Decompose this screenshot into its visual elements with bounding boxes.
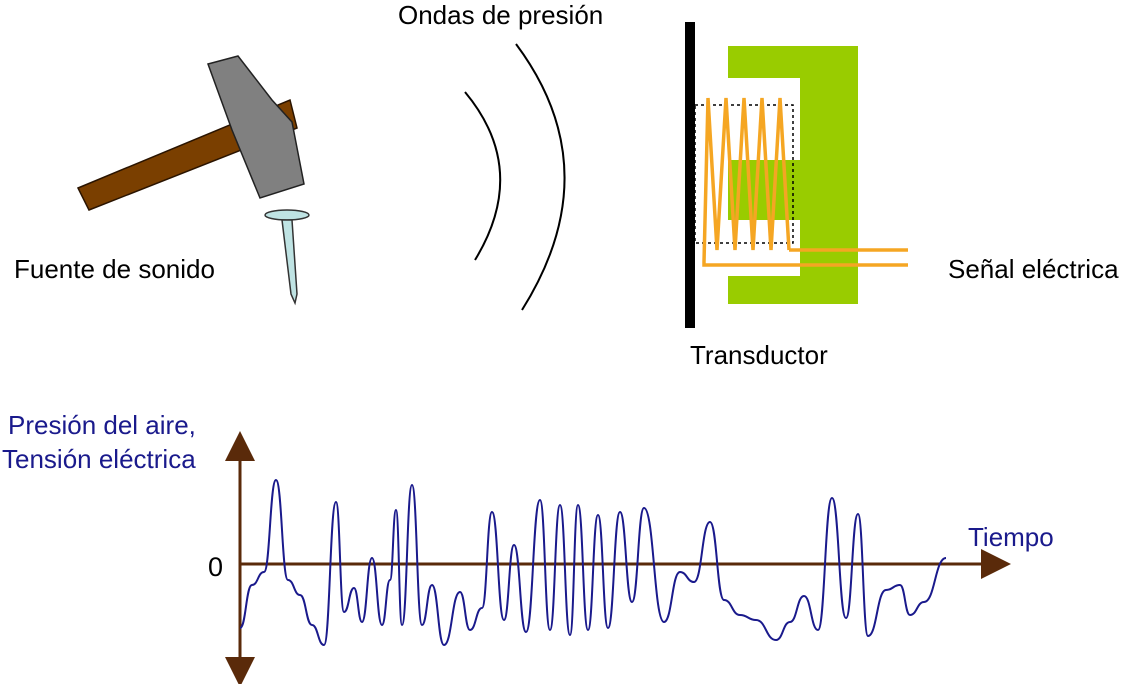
hammer-head <box>207 55 305 199</box>
hammer-and-nail-icon <box>76 55 310 306</box>
pressure-waves-label: Ondas de presión <box>398 0 604 30</box>
transducer-coil-magnet <box>685 22 908 328</box>
coil-winding <box>702 97 791 263</box>
nail-shaft <box>281 219 298 306</box>
y-axis-label-line2: Tensión eléctrica <box>2 444 196 474</box>
signal-axes <box>225 431 1011 684</box>
signal-waveform <box>239 478 947 647</box>
y-axis-label-line1: Presión del aire, <box>8 410 196 440</box>
sound-source-label: Fuente de sonido <box>14 254 215 284</box>
electric-signal-label: Señal eléctrica <box>948 254 1119 284</box>
signal-wire-lower <box>702 262 908 267</box>
transducer-label: Transductor <box>690 340 828 370</box>
wave-arc-outer <box>515 43 566 311</box>
diaphragm-bar <box>685 22 695 328</box>
pressure-wave-arcs <box>464 43 566 311</box>
nail-head <box>264 209 310 221</box>
wave-arc-inner <box>464 91 502 261</box>
origin-label: 0 <box>208 552 224 582</box>
x-axis-label: Tiempo <box>968 522 1054 552</box>
